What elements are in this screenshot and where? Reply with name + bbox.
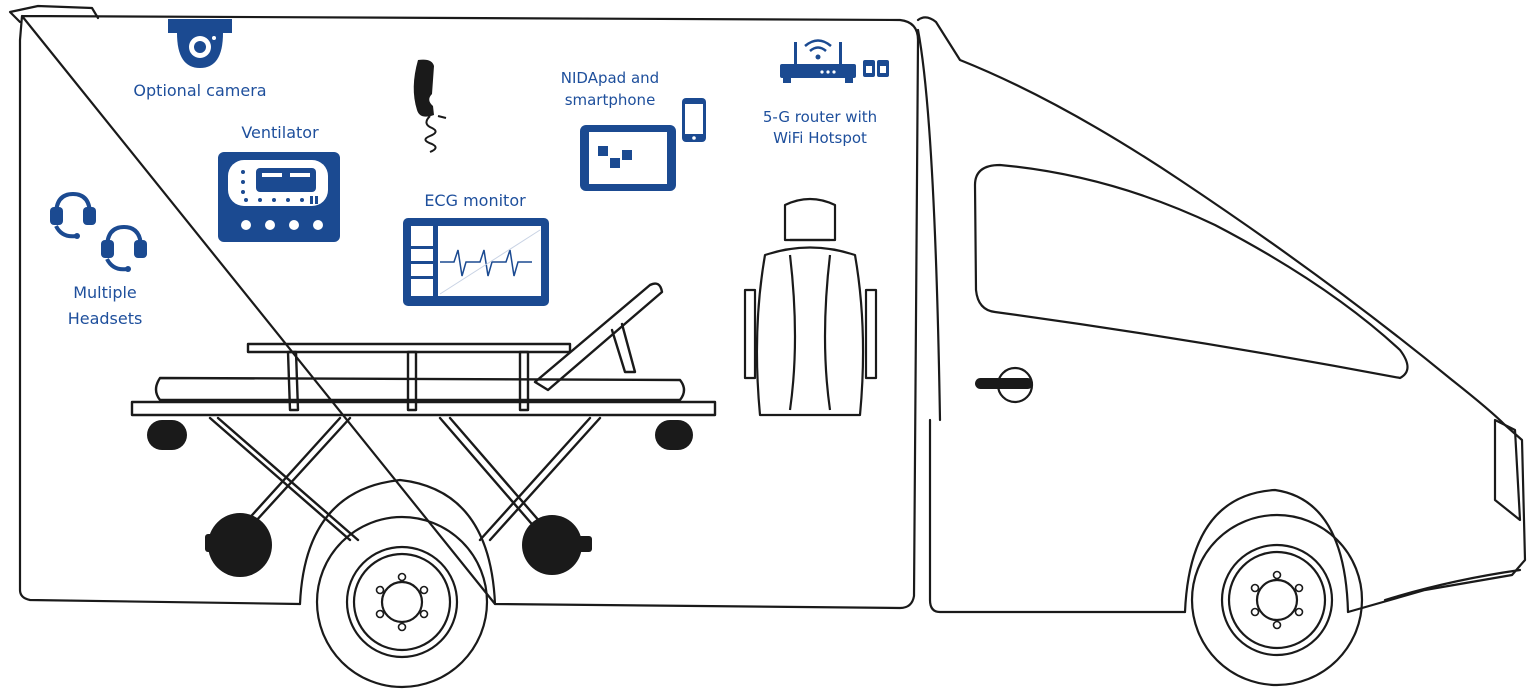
telephone-handset-icon	[414, 60, 446, 152]
rear-wheel-arch	[300, 480, 495, 604]
cab-window	[975, 165, 1408, 378]
router-label-line2: WiFi Hotspot	[740, 128, 900, 149]
rear-wheel-tire	[317, 517, 487, 687]
ventilator-icon	[218, 152, 340, 242]
front-wheel-tire	[1192, 515, 1362, 685]
tablet-icon	[580, 125, 676, 191]
ecg-monitor-label: ECG monitor	[390, 190, 560, 211]
nidapad-label-line2: smartphone	[530, 90, 690, 111]
router-icon	[780, 41, 856, 84]
cab-grille	[1495, 420, 1520, 520]
cab-pillar	[918, 30, 940, 420]
headsets-label-line2: Headsets	[40, 308, 170, 329]
nidapad-label-line1: NIDApad and	[530, 68, 690, 89]
roof-hook	[10, 6, 98, 22]
router-label-line1: 5-G router with	[740, 107, 900, 128]
camera-label: Optional camera	[100, 80, 300, 101]
camera-icon	[168, 19, 232, 68]
seat-icon	[745, 199, 876, 415]
headsets-label-line1: Multiple	[40, 282, 170, 303]
sim-card-icon	[863, 60, 889, 77]
ecg-monitor-icon	[403, 218, 549, 306]
ventilator-label: Ventilator	[200, 122, 360, 143]
stretcher-icon	[132, 284, 715, 545]
door-handle	[975, 378, 1033, 389]
